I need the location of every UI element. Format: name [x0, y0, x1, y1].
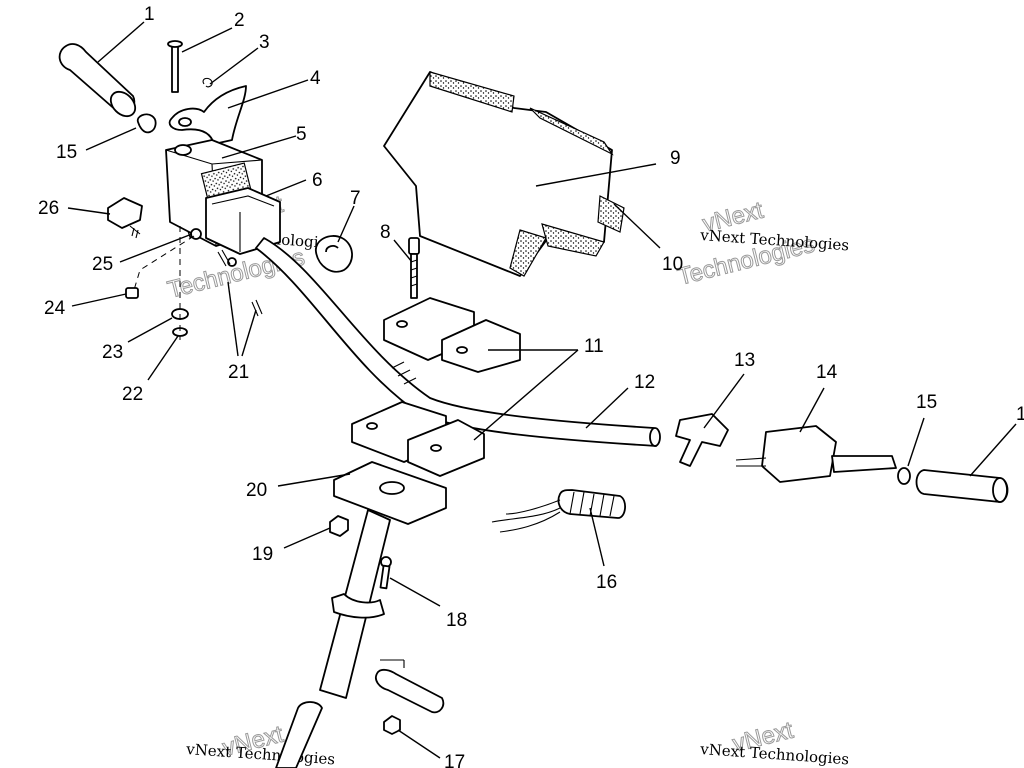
callout-8: 8: [380, 222, 391, 243]
callout-15-left: 15: [56, 142, 77, 163]
callout-10: 10: [662, 254, 683, 275]
callout-9: 9: [670, 148, 681, 169]
grip-right: [915, 469, 1009, 503]
callout-17: 17: [444, 752, 465, 768]
assembly-guide: [133, 226, 195, 340]
callout-11: 11: [584, 336, 604, 357]
callout-1-right: 1: [1016, 404, 1024, 425]
callout-12: 12: [634, 372, 655, 393]
clamp: [315, 235, 353, 273]
leader-lines: [67, 21, 1017, 759]
callout-21: 21: [228, 362, 249, 383]
watermark-text: vNext Technologies: [699, 740, 850, 768]
pin: [167, 40, 183, 93]
callout-2: 2: [234, 10, 245, 31]
callout-15-right: 15: [916, 392, 937, 413]
callout-7: 7: [350, 188, 361, 209]
callout-14: 14: [816, 362, 838, 383]
steering-column: [275, 509, 391, 768]
sleeve: [375, 659, 445, 714]
column-screw: [379, 556, 392, 590]
callout-4: 4: [310, 68, 321, 89]
clamp-bolt: [408, 237, 420, 299]
handlebar-clamp-upper: [383, 297, 521, 373]
callout-20: 20: [246, 480, 267, 501]
callout-26: 26: [38, 198, 59, 219]
callout-22: 22: [122, 384, 143, 405]
knurl-marks: [391, 361, 417, 385]
nut: [329, 515, 349, 537]
throttle-lever: [168, 85, 247, 145]
brake-lever-bracket: [675, 413, 729, 467]
handlebar-clamp-lower: [351, 401, 485, 477]
nut-lower: [383, 715, 401, 735]
brake-switch-housing: [735, 425, 897, 483]
watermark-text: vNext Technologies: [185, 740, 336, 768]
instrument-pod: [383, 71, 625, 277]
switch-block: [205, 187, 281, 255]
callout-19: 19: [252, 544, 273, 565]
heater-element: [491, 489, 626, 533]
grip-plug-right: [897, 467, 911, 485]
callout-25: 25: [92, 254, 113, 275]
watermark-group: vNext Technologies vNext Technologies vN…: [164, 190, 850, 768]
callout-16: 16: [596, 572, 617, 593]
grip-plug-left: [136, 113, 157, 134]
callout-3: 3: [259, 32, 270, 53]
callout-labels: 1 2 3 4 5 6 7 8 9 10 11 12 13 14 15 1 16…: [38, 4, 1024, 768]
callout-13: 13: [734, 350, 755, 371]
callout-1: 1: [144, 4, 155, 25]
grip-left: [58, 43, 137, 118]
callout-23: 23: [102, 342, 123, 363]
handlebar-end: [649, 427, 661, 447]
callout-6: 6: [312, 170, 323, 191]
steering-plate: [333, 461, 447, 525]
callout-5: 5: [296, 124, 307, 145]
lever-pivot: [178, 117, 192, 127]
kill-switch: [107, 197, 143, 239]
callout-18: 18: [446, 610, 467, 631]
callout-24: 24: [44, 298, 66, 319]
